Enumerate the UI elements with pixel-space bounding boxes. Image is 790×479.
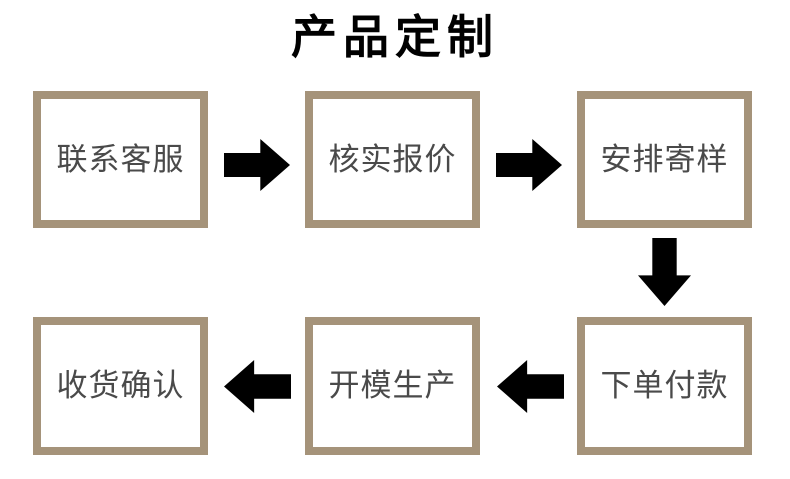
- flow-node-contact[interactable]: 联系客服: [33, 91, 208, 228]
- arrow-down-icon-sample-to-pay: [638, 238, 691, 306]
- arrow-right-icon-quote-to-sample: [496, 139, 562, 191]
- flow-node-produce[interactable]: 开模生产: [305, 317, 480, 455]
- arrow-left-icon-pay-to-produce: [497, 360, 564, 413]
- flow-node-label: 安排寄样: [600, 141, 729, 178]
- flow-node-label: 收货确认: [56, 368, 185, 404]
- flow-node-quote[interactable]: 核实报价: [305, 91, 480, 228]
- flow-node-sample[interactable]: 安排寄样: [577, 91, 752, 228]
- flow-node-label: 下单付款: [600, 368, 729, 404]
- flow-node-label: 核实报价: [328, 141, 457, 178]
- arrow-right-icon-contact-to-quote: [224, 139, 290, 191]
- flow-node-pay[interactable]: 下单付款: [577, 317, 752, 455]
- flow-node-label: 开模生产: [328, 368, 457, 404]
- page-title: 产品定制: [291, 10, 499, 64]
- flow-node-receive[interactable]: 收货确认: [33, 317, 208, 455]
- arrow-left-icon-produce-to-receive: [224, 360, 291, 413]
- flow-node-label: 联系客服: [56, 141, 185, 178]
